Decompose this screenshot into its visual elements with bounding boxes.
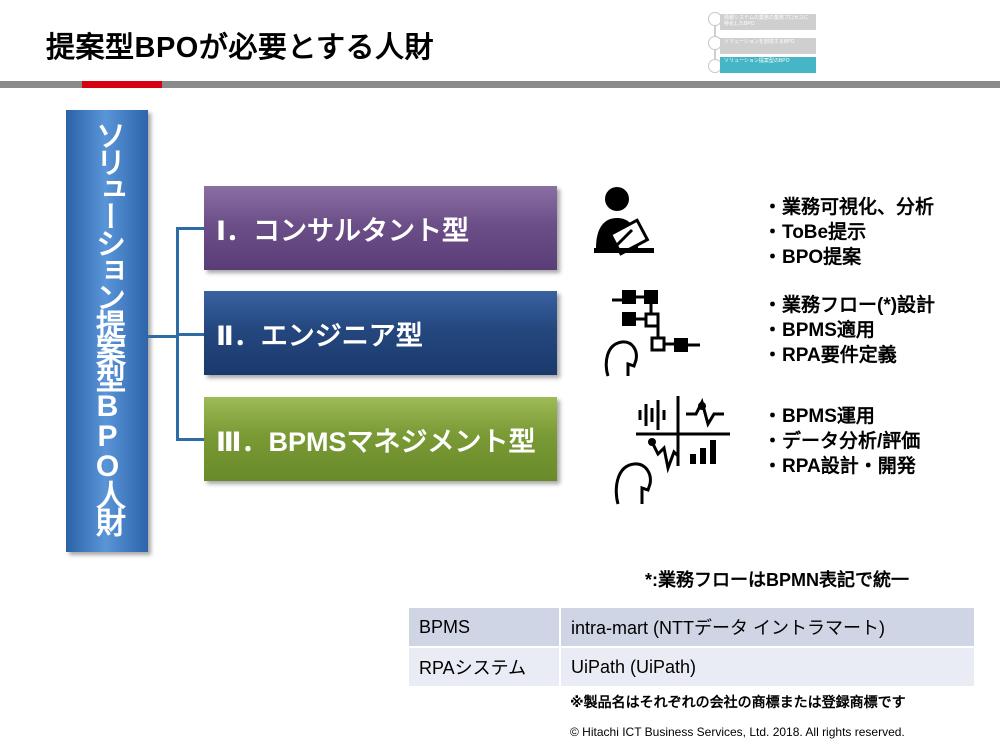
table-cell-value: intra-mart (NTTデータ イントラマート) — [560, 608, 974, 648]
bullet-item: ・RPA要件定義 — [763, 345, 897, 366]
nav-item-2[interactable]: ソリューションを創造するBPO — [720, 38, 816, 54]
bullet-item: ・ToBe提示 — [763, 222, 867, 243]
header-rule — [0, 81, 1000, 88]
consultant-icon — [594, 187, 654, 256]
header-accent — [82, 81, 162, 88]
bullet-item: ・BPO提案 — [763, 247, 862, 268]
connector — [176, 438, 204, 441]
bullet-item: ・業務可視化、分析 — [763, 197, 935, 218]
table-cell-value: UiPath (UiPath) — [560, 647, 974, 686]
nav-item-1[interactable]: 情報システムの業務の業務プロセスに特化したBPO — [720, 14, 816, 30]
bullet-item: ・業務フロー(*)設計 — [763, 295, 936, 316]
analytics-person-icon — [614, 396, 730, 505]
table-cell-label: BPMS — [409, 608, 561, 648]
connector — [148, 335, 176, 338]
table-row: BPMS intra-mart (NTTデータ イントラマート) — [409, 608, 974, 648]
copyright: © Hitachi ICT Business Services, Ltd. 20… — [570, 725, 905, 739]
vertical-category-box: ソリューション提案型BPO人財 — [66, 110, 148, 552]
nav-item-3[interactable]: ソリューション提案型のBPO — [720, 57, 816, 73]
bullet-list-engineer: ・業務フロー(*)設計 ・BPMS適用 ・RPA要件定義 — [763, 293, 935, 368]
type-box-engineer: Ⅱ．エンジニア型 — [204, 291, 557, 375]
bullet-list-consultant: ・業務可視化、分析 ・ToBe提示 ・BPO提案 — [763, 195, 934, 270]
product-table: BPMS intra-mart (NTTデータ イントラマート) RPAシステム… — [409, 608, 974, 686]
trademark-note: ※製品名はそれぞれの会社の商標または登録商標です — [570, 694, 906, 710]
table-row: RPAシステム UiPath (UiPath) — [409, 647, 974, 686]
bullet-item: ・RPA設計・開発 — [763, 456, 916, 477]
type-box-consultant: Ⅰ．コンサルタント型 — [204, 186, 557, 270]
bullet-item: ・BPMS適用 — [763, 320, 875, 341]
bullet-item: ・BPMS運用 — [763, 406, 875, 427]
flowchart-person-icon — [604, 290, 700, 377]
bullet-item: ・データ分析/評価 — [763, 431, 921, 452]
connector — [176, 227, 204, 230]
connector — [176, 333, 204, 336]
table-cell-label: RPAシステム — [409, 647, 561, 686]
type-box-bpms-management: Ⅲ．BPMSマネジメント型 — [204, 397, 557, 481]
footnote: *:業務フローはBPMN表記で統一 — [645, 570, 909, 590]
bullet-list-bpms-management: ・BPMS運用 ・データ分析/評価 ・RPA設計・開発 — [763, 404, 920, 479]
section-nav: 情報システムの業務の業務プロセスに特化したBPO ソリューションを創造するBPO… — [706, 10, 816, 76]
page-title: 提案型BPOが必要とする人財 — [46, 32, 434, 64]
vertical-category-label: ソリューション提案型BPO人財 — [91, 120, 124, 534]
